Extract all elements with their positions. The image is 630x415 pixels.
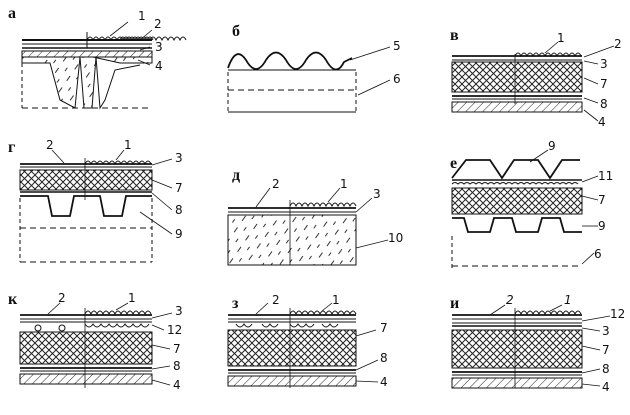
callout: 2 <box>58 291 66 305</box>
panel-g-leaders <box>51 149 173 235</box>
panel-d-leaders <box>255 187 389 249</box>
panel-i-leaders <box>489 304 611 387</box>
callout: 8 <box>173 359 181 373</box>
panel-v-leaders <box>544 41 615 122</box>
callout: 7 <box>598 193 606 207</box>
panel-label-g: г <box>8 139 16 156</box>
callout: 1 <box>332 293 340 307</box>
callout: 8 <box>380 351 388 365</box>
callout: 2 <box>506 293 514 307</box>
panel-e <box>451 149 599 270</box>
panel-i <box>451 304 611 389</box>
panel-g <box>19 149 173 263</box>
callout: 3 <box>175 304 183 318</box>
panel-a <box>21 21 187 110</box>
panel-a-ribbed-slab <box>21 50 153 110</box>
callout: 1 <box>128 291 136 305</box>
callout: 8 <box>175 203 183 217</box>
callout: 8 <box>600 97 608 111</box>
callout: 7 <box>380 321 388 335</box>
callout: 6 <box>594 247 602 261</box>
panel-b-leaders <box>349 46 391 96</box>
callout: 4 <box>173 378 181 392</box>
panel-label-i: и <box>450 295 460 312</box>
callout: 1 <box>557 31 565 45</box>
callout: 9 <box>548 139 556 153</box>
callout: 1 <box>340 177 348 191</box>
panel-b-corrugated-sheet <box>227 51 353 71</box>
panel-label-z: з <box>232 295 239 312</box>
panel-k-leaders <box>47 302 173 386</box>
callout: 1 <box>124 138 132 152</box>
callout: 8 <box>602 362 610 376</box>
callout: 2 <box>272 177 280 191</box>
callout: 4 <box>155 59 163 73</box>
panel-label-d: д <box>232 167 241 184</box>
callout: 3 <box>175 151 183 165</box>
callout: 2 <box>272 293 280 307</box>
callout: 2 <box>46 138 54 152</box>
callout: 2 <box>614 37 622 51</box>
callout: 1 <box>564 293 572 307</box>
callout: 12 <box>167 323 183 337</box>
panel-k <box>19 302 173 388</box>
panel-z-leaders <box>255 302 379 383</box>
callout: 7 <box>173 342 181 356</box>
callout: 7 <box>600 77 608 91</box>
panel-z <box>227 302 379 388</box>
callout: 3 <box>602 324 610 338</box>
callout: 11 <box>598 169 614 183</box>
panel-label-a: а <box>8 5 16 22</box>
panel-a-leaders <box>109 21 153 66</box>
callout: 3 <box>600 57 608 71</box>
callout: 12 <box>610 307 626 321</box>
callout: 7 <box>175 181 183 195</box>
panel-e-top-profile <box>451 159 580 180</box>
callout: 3 <box>373 187 381 201</box>
panel-label-b: б <box>232 23 240 40</box>
panel-v <box>451 41 615 122</box>
panel-a-roofing-layers <box>22 32 187 49</box>
callout: 3 <box>155 40 163 54</box>
callout: 4 <box>380 375 388 389</box>
callout: 4 <box>602 380 610 394</box>
panel-b <box>227 46 391 113</box>
callout: 7 <box>602 343 610 357</box>
callout: 5 <box>393 39 401 53</box>
callout: 10 <box>388 231 404 245</box>
panel-d <box>227 187 389 266</box>
callout: 9 <box>598 219 606 233</box>
callout: 6 <box>393 72 401 86</box>
callout: 2 <box>154 17 162 31</box>
callout: 9 <box>175 227 183 241</box>
panel-e-leaders <box>529 149 599 265</box>
panel-label-k: к <box>8 291 18 308</box>
panel-g-profiled-deck <box>20 195 152 217</box>
callout: 4 <box>598 115 606 129</box>
panel-label-v: в <box>450 27 459 44</box>
callout: 1 <box>138 9 146 23</box>
panel-label-e: е <box>450 155 458 172</box>
